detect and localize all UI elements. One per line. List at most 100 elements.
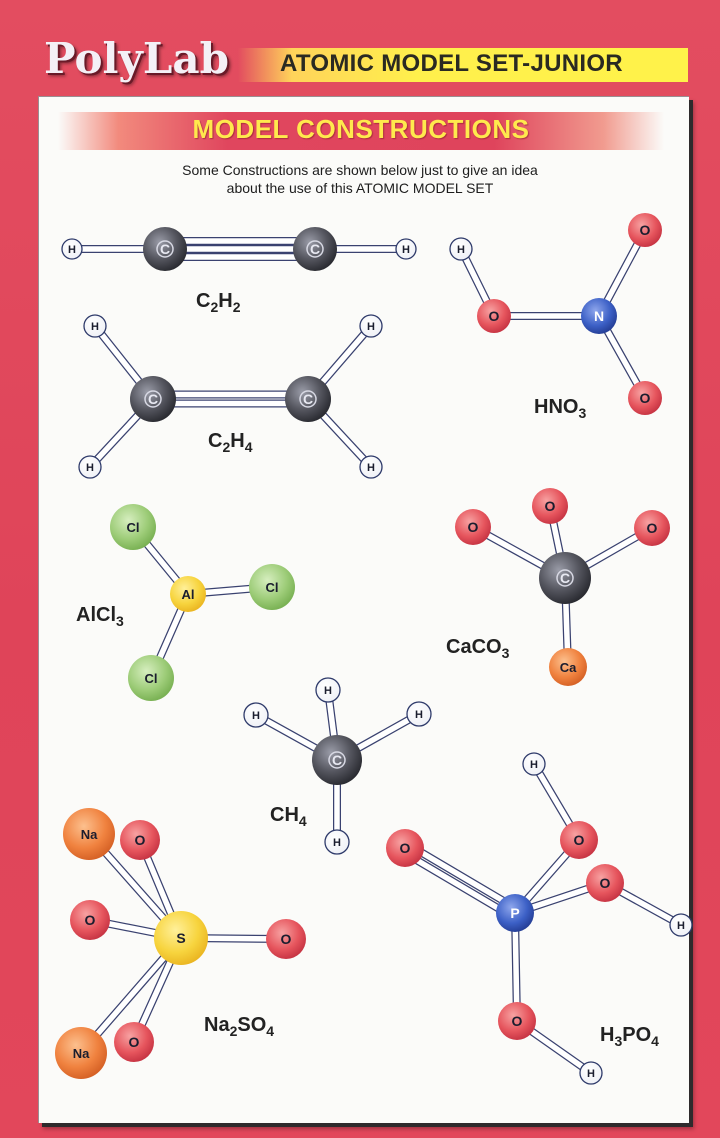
atom-h3po4-p-4: P [496,894,534,932]
svg-text:N: N [594,308,604,324]
svg-text:O: O [512,1013,523,1029]
atom-ch4-h-4: H [324,829,350,855]
svg-text:H: H [86,462,94,474]
atom-ch4-c-3: C [312,735,362,785]
atom-caco3-o-2: O [634,510,670,546]
atom-c2h4-h-0: H [83,314,107,338]
atom-caco3-c-3: C [539,552,591,604]
svg-text:H: H [457,244,465,256]
svg-text:H: H [367,462,375,474]
svg-text:C: C [332,752,342,768]
atom-h3po4-o-6: O [498,1002,536,1040]
svg-text:Cl: Cl [145,671,158,686]
svg-text:C: C [148,391,158,407]
svg-text:O: O [574,832,585,848]
atom-na2so4-o-6: O [114,1022,154,1062]
atom-alcl3-cl-0: Cl [110,504,156,550]
product-title-band [238,48,688,82]
svg-text:O: O [468,519,479,535]
atom-c2h4-h-1: H [78,455,102,479]
svg-text:H: H [333,837,341,849]
atom-c2h4-h-5: H [359,455,383,479]
svg-text:O: O [489,308,500,324]
svg-text:H: H [252,710,260,722]
svg-text:Na: Na [81,827,98,842]
atom-ch4-h-0: H [243,702,269,728]
atom-ch4-h-1: H [315,677,341,703]
atom-na2so4-o-4: O [266,919,306,959]
atom-alcl3-cl-2: Cl [249,564,295,610]
bond-h3po4-4-0 [403,840,522,914]
atom-c2h2-c-2: C [293,227,337,271]
svg-text:O: O [400,840,411,856]
atom-c2h4-c-3: C [285,376,331,422]
svg-text:C: C [310,241,320,257]
formula-alcl3: AlCl3 [76,604,124,629]
atom-c2h2-h-0: H [61,238,83,260]
svg-text:C: C [560,570,570,586]
svg-text:O: O [647,520,658,536]
svg-text:Ca: Ca [560,660,577,675]
svg-text:O: O [281,931,292,947]
atom-ch4-h-2: H [406,701,432,727]
svg-text:C: C [303,391,313,407]
svg-text:C: C [160,241,170,257]
atom-na2so4-na-0: Na [63,808,115,860]
formula-c2h2: C2H2 [196,290,241,315]
svg-text:H: H [530,759,538,771]
svg-text:P: P [510,905,519,921]
intro-line-1: Some Constructions are shown below just … [182,162,538,178]
atom-alcl3-cl-3: Cl [128,655,174,701]
atom-c2h4-h-4: H [359,314,383,338]
atom-na2so4-o-1: O [120,820,160,860]
svg-text:Cl: Cl [266,580,279,595]
atom-c2h4-c-2: C [130,376,176,422]
atom-caco3-o-1: O [532,488,568,524]
svg-text:O: O [640,390,651,406]
bond-h3po4-4-1 [398,847,517,921]
atom-na2so4-o-2: O [70,900,110,940]
svg-text:H: H [402,244,410,256]
formula-ch4: CH4 [270,804,307,829]
formula-h3po4: H3PO4 [600,1024,659,1049]
brand-logo: PolyLab [44,34,229,83]
atom-h3po4-h-7: H [579,1061,603,1085]
atom-h3po4-h-0: H [522,752,546,776]
svg-text:H: H [587,1068,595,1080]
svg-text:H: H [91,321,99,333]
atom-hno3-o-3: O [628,213,662,247]
atom-h3po4-o-1: O [560,821,598,859]
svg-text:Al: Al [182,587,195,602]
svg-text:H: H [324,685,332,697]
svg-text:O: O [640,222,651,238]
intro-text: Some Constructions are shown below just … [100,161,620,197]
svg-text:O: O [135,832,146,848]
atom-na2so4-na-5: Na [55,1027,107,1079]
formula-na2so4: Na2SO4 [204,1014,275,1039]
atom-h3po4-o-3: O [386,829,424,867]
atom-caco3-o-0: O [455,509,491,545]
formula-caco3: CaCO3 [446,636,510,661]
atom-c2h2-h-3: H [395,238,417,260]
atom-c2h2-c-1: C [143,227,187,271]
svg-text:O: O [545,498,556,514]
atom-h3po4-h-5: H [669,913,693,937]
svg-text:H: H [367,321,375,333]
svg-text:Cl: Cl [127,520,140,535]
svg-text:H: H [677,920,685,932]
atom-h3po4-o-2: O [586,864,624,902]
product-title: ATOMIC MODEL SET-JUNIOR [280,50,623,77]
atom-alcl3-al-1: Al [170,576,206,612]
svg-text:H: H [68,244,76,256]
svg-text:O: O [600,875,611,891]
svg-text:O: O [85,912,96,928]
section-title-band [58,112,664,150]
svg-text:O: O [129,1034,140,1050]
svg-text:H: H [415,709,423,721]
atom-hno3-h-0: H [449,237,473,261]
atom-hno3-o-1: O [477,299,511,333]
intro-line-2: about the use of this ATOMIC MODEL SET [226,180,494,196]
formula-c2h4: C2H4 [208,430,253,455]
atom-hno3-n-2: N [581,298,617,334]
atom-na2so4-s-3: S [154,911,208,965]
